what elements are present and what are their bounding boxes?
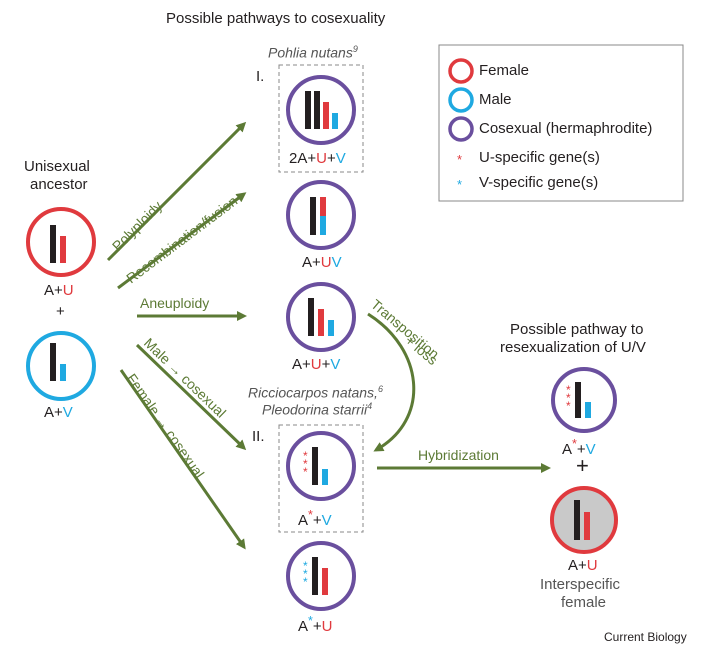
female-ancestor-genotype: A+U (44, 282, 74, 299)
male-ancestor-genotype: A+V (44, 404, 73, 421)
svg-text:*: * (303, 575, 308, 589)
resexual-plus: + (576, 453, 589, 478)
resexual-cosexual-cell: * * * (551, 367, 617, 433)
svg-text:*: * (303, 567, 308, 581)
group-II-box (278, 424, 364, 533)
male-derived-cosexual-cell: * * * (286, 431, 356, 501)
legend-cosexual-label: Cosexual (hermaphrodite) (479, 120, 653, 137)
resexual-genotype-2: A+U (568, 557, 598, 574)
legend-male-icon (448, 87, 474, 113)
aneuploidy-label: Aneuploidy (140, 295, 209, 311)
polyploid-cell (286, 75, 356, 145)
interspecific-caption-2: female (561, 594, 607, 611)
ancestor-heading-1: Unisexual (24, 158, 90, 175)
legend-v-star-icon: * (457, 177, 462, 192)
group-II-species-2: Pleodorina starrii4 (262, 401, 373, 418)
ancestor-plus: + (56, 303, 65, 320)
diagram-title: Possible pathways to cosexuality (166, 10, 386, 27)
interspecific-female-cell (550, 486, 618, 554)
male-derived-genotype: A*+V (298, 508, 332, 529)
group-I-box (278, 64, 364, 173)
svg-text:*: * (566, 383, 571, 397)
group-II-species-1: Ricciocarpos natans,6 (248, 384, 383, 401)
recombination-label: Recombination/fusion (123, 193, 240, 287)
svg-text:*: * (303, 559, 308, 573)
female-derived-cosexual-cell: * * * (286, 541, 356, 611)
recombination-arrow (117, 192, 247, 290)
polyploid-genotype: 2A+U+V (289, 150, 346, 167)
resexual-heading-1: Possible pathway to (510, 321, 644, 338)
resexual-heading-2: resexualization of U/V (500, 339, 646, 356)
legend-female-label: Female (479, 62, 530, 79)
group-I-numeral: I. (256, 68, 265, 85)
interspecific-caption-1: Interspecific (540, 576, 621, 593)
legend-v-gene-label: V-specific gene(s) (479, 174, 599, 191)
svg-text:*: * (303, 449, 308, 463)
legend-u-star-icon: * (457, 152, 462, 167)
svg-text:*: * (566, 399, 571, 413)
male-ancestor-cell (26, 331, 96, 401)
legend-cosexual-icon (448, 116, 474, 142)
svg-text:*: * (566, 391, 571, 405)
legend-male-label: Male (479, 91, 512, 108)
legend-u-gene-label: U-specific gene(s) (479, 149, 600, 166)
aneuploidy-cell (286, 282, 356, 352)
group-I-species: Pohlia nutans9 (268, 44, 358, 61)
female-ancestor-cell (26, 207, 96, 277)
male-to-cosexual-arrow (135, 343, 247, 451)
polyploidy-arrow (106, 121, 247, 262)
transposition-arrow (367, 312, 416, 452)
hybridization-label: Hybridization (418, 447, 499, 463)
female-derived-genotype: A*+U (298, 614, 333, 635)
legend-female-icon (448, 58, 474, 84)
ancestor-heading-2: ancestor (30, 176, 88, 193)
journal-credit: Current Biology (604, 630, 687, 644)
polyploidy-label: Polyploidy (109, 198, 165, 254)
svg-text:*: * (303, 457, 308, 471)
recombination-cell (286, 180, 356, 250)
recombination-genotype: A+UV (302, 254, 342, 271)
svg-text:*: * (303, 465, 308, 479)
resexual-genotype-1: A*+V (562, 437, 596, 458)
female-to-cosexual-arrow (119, 369, 246, 550)
aneuploidy-genotype: A+U+V (292, 356, 341, 373)
legend-box (438, 44, 684, 202)
group-II-numeral: II. (252, 428, 265, 445)
